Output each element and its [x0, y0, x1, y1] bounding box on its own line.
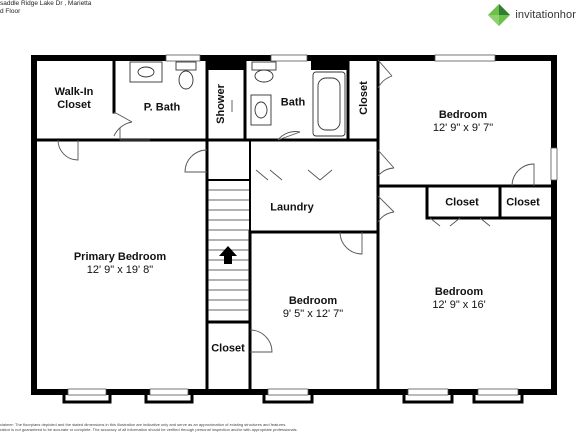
room-closet-sw: Closet: [211, 343, 245, 356]
room-bedroom-ne: Bedroom 12' 9" x 9' 7": [433, 109, 493, 135]
room-bath: Bath: [281, 97, 305, 110]
room-shower-label: Shower: [215, 84, 227, 124]
room-walk-in-closet: Walk-In Closet: [55, 86, 94, 112]
closet-e2-label: Closet: [506, 196, 540, 209]
disclaimer-line-2: ration is not guaranteed to be accurate …: [0, 427, 298, 432]
brand-logo[interactable]: invitationhor: [487, 2, 576, 28]
bedroom-center-dims: 9' 5" x 12' 7": [282, 308, 344, 320]
disclaimer: claimer: The floorplans depicted and the…: [0, 422, 420, 432]
closet-sw-label: Closet: [211, 342, 245, 355]
bedroom-se-dims: 12' 9" x 16': [432, 299, 486, 311]
bedroom-se-name: Bedroom: [434, 286, 484, 298]
laundry-label: Laundry: [270, 201, 314, 214]
room-closet-vertical-label: Closet: [358, 81, 370, 115]
invitation-homes-logo-icon: [488, 4, 511, 26]
floor-label: d Floor: [0, 8, 21, 15]
p-bath-label: P. Bath: [143, 101, 181, 114]
address-line: saddle Ridge Lake Dr , Marietta: [0, 0, 92, 7]
header: saddle Ridge Lake Dr , Marietta d Floor: [0, 0, 91, 16]
bedroom-ne-name: Bedroom: [438, 109, 488, 121]
walk-in-closet-label: Walk-In Closet: [54, 86, 94, 111]
room-closet-e1: Closet: [445, 197, 479, 210]
bedroom-ne-dims: 12' 9" x 9' 7": [432, 122, 494, 134]
stair-arrow-icon: [219, 246, 237, 264]
brand-name: invitationhor: [515, 9, 576, 21]
bedroom-center-name: Bedroom: [288, 295, 338, 307]
room-bedroom-center: Bedroom 9' 5" x 12' 7": [283, 295, 343, 321]
bath-label: Bath: [280, 96, 306, 109]
room-p-bath: P. Bath: [144, 102, 180, 115]
closet-e1-label: Closet: [445, 196, 479, 209]
room-bedroom-se: Bedroom 12' 9" x 16': [432, 286, 485, 312]
disclaimer-line-1: claimer: The floorplans depicted and the…: [0, 422, 287, 427]
room-primary-bedroom: Primary Bedroom 12' 9" x 19' 8": [74, 251, 166, 277]
primary-bedroom-dims: 12' 9" x 19' 8": [86, 264, 154, 276]
room-laundry: Laundry: [270, 202, 313, 215]
primary-bedroom-name: Primary Bedroom: [73, 251, 167, 263]
room-closet-e2: Closet: [506, 197, 540, 210]
